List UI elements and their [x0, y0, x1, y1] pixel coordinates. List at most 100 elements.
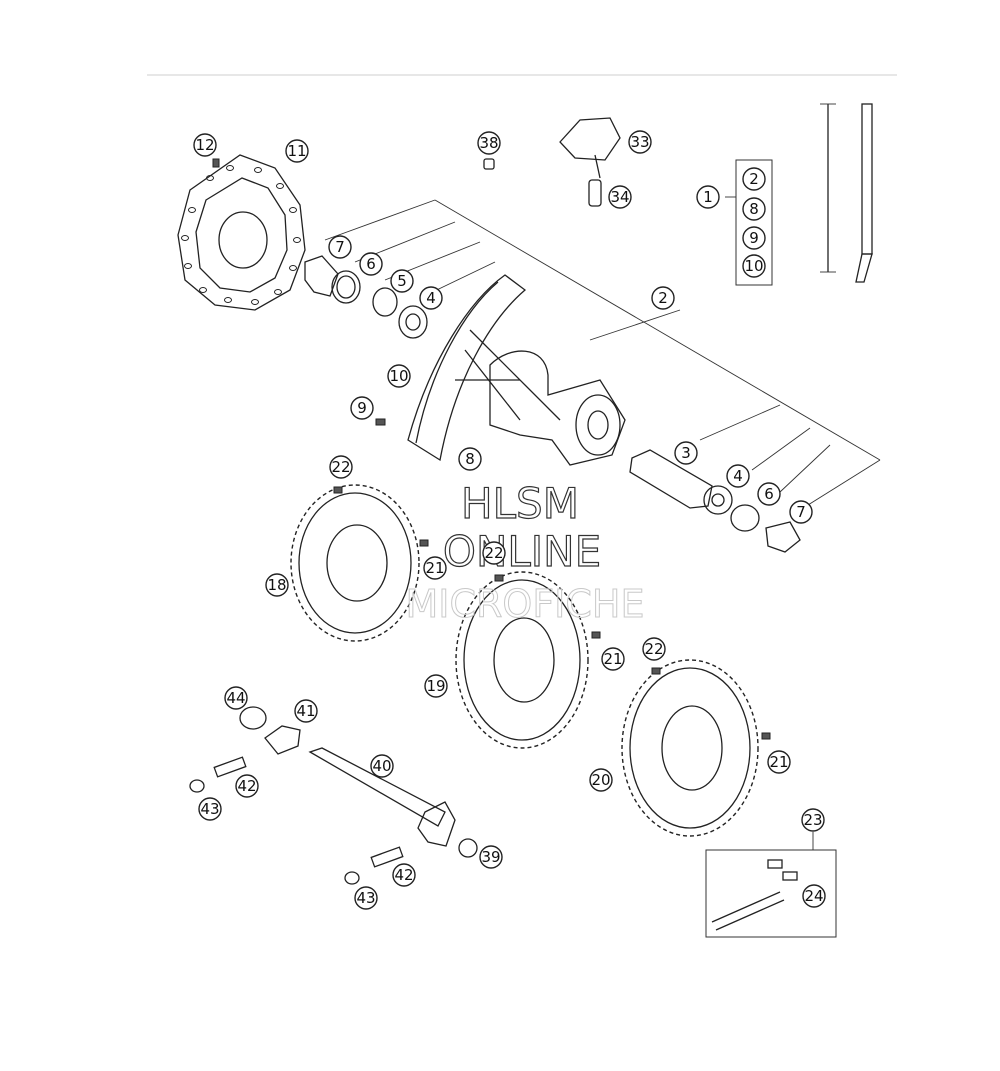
callout-c6b: 6: [757, 482, 781, 506]
callout-c2: 2: [651, 286, 675, 310]
callout-c43b: 43: [354, 886, 378, 910]
ball-bearing: [398, 305, 428, 339]
callout-label: 18: [267, 576, 286, 594]
spacer-39: [458, 838, 478, 858]
callout-circle: [354, 886, 378, 910]
spoke-nipple: [375, 418, 386, 426]
callout-label: 33: [630, 133, 649, 151]
callout-c21b: 21: [601, 647, 625, 671]
callout-label: 6: [366, 255, 376, 273]
callout-circle: [608, 185, 632, 209]
nut-a: [189, 779, 205, 793]
rear-sprocket-c: [621, 659, 759, 837]
callout-circle: [628, 130, 652, 154]
callout-label: 22: [644, 640, 663, 658]
callout-circle: [726, 464, 750, 488]
callout-label: 21: [769, 753, 788, 771]
callout-c1-8: 8: [742, 197, 766, 221]
callout-label: 8: [465, 450, 475, 468]
callout-circle: [392, 863, 416, 887]
callout-c42a: 42: [235, 774, 259, 798]
ball-bearing-right: [703, 485, 733, 515]
callout-circle: [390, 269, 414, 293]
brake-disc: [177, 154, 306, 311]
callout-label: 2: [749, 170, 759, 188]
callout-circle: [424, 674, 448, 698]
callout-c21c: 21: [767, 750, 791, 774]
callout-c4b: 4: [726, 464, 750, 488]
callout-label: 9: [357, 399, 367, 417]
callout-circle: [601, 647, 625, 671]
rim: [407, 274, 527, 462]
distance-bushing: [304, 255, 339, 297]
circlip: [372, 287, 398, 317]
callout-c18: 18: [265, 573, 289, 597]
callout-label: 19: [426, 677, 445, 695]
callout-circle: [294, 699, 318, 723]
spoke-kit-box: [735, 159, 773, 286]
callout-c40: 40: [370, 754, 394, 778]
callout-circle: [742, 226, 766, 250]
callout-c11: 11: [285, 139, 309, 163]
callout-label: 21: [603, 650, 622, 668]
callout-label: 42: [394, 866, 413, 884]
callout-label: 4: [426, 289, 436, 307]
rear-sprocket-b: [455, 571, 589, 749]
callout-c41: 41: [294, 699, 318, 723]
callout-label: 8: [749, 200, 759, 218]
callout-label: 38: [479, 134, 498, 152]
rear-hub: [455, 329, 626, 466]
callout-c4a: 4: [419, 286, 443, 310]
callout-circle: [328, 235, 352, 259]
callout-circle: [285, 139, 309, 163]
callout-label: 6: [764, 485, 774, 503]
nut-b: [344, 871, 360, 885]
callout-circle: [642, 637, 666, 661]
axle-spacer: [629, 449, 713, 509]
callout-circle: [742, 167, 766, 191]
callout-c34: 34: [608, 185, 632, 209]
callout-circle: [742, 197, 766, 221]
disc-bolt: [212, 158, 220, 168]
sprocket-nuts-bolts: [333, 486, 771, 740]
callout-label: 10: [389, 367, 408, 385]
callout-label: 22: [331, 458, 350, 476]
callout-label: 22: [484, 544, 503, 562]
callout-circle: [482, 541, 506, 565]
callout-label: 7: [796, 503, 806, 521]
callout-circle: [674, 441, 698, 465]
adjusting-screw-a: [213, 756, 247, 778]
callout-c6a: 6: [359, 252, 383, 276]
adjusting-screw-b: [370, 846, 404, 868]
callout-circle: [419, 286, 443, 310]
callout-circle: [757, 482, 781, 506]
callout-label: 34: [610, 188, 629, 206]
callout-circle: [265, 573, 289, 597]
callout-c1-2: 2: [742, 167, 766, 191]
callout-circle: [198, 797, 222, 821]
callout-c39: 39: [479, 845, 503, 869]
callout-label: 23: [803, 811, 822, 829]
spoke: [820, 103, 873, 283]
callout-circle: [235, 774, 259, 798]
callout-circle: [802, 884, 826, 908]
callout-c38: 38: [477, 131, 501, 155]
callout-label: 11: [287, 142, 306, 160]
rim-lock: [559, 117, 621, 179]
callout-c1: 1: [696, 185, 720, 209]
callout-c3: 3: [674, 441, 698, 465]
callout-circle: [423, 556, 447, 580]
callout-label: 2: [658, 289, 668, 307]
callout-c5: 5: [390, 269, 414, 293]
callout-circle: [387, 364, 411, 388]
chain-box: [705, 849, 837, 938]
callout-circle: [370, 754, 394, 778]
callout-c7b: 7: [789, 500, 813, 524]
collar-nut: [239, 706, 267, 730]
callout-circle: [651, 286, 675, 310]
callout-circle: [477, 131, 501, 155]
callout-c10: 10: [387, 364, 411, 388]
callout-circle: [589, 768, 613, 792]
callout-c21a: 21: [423, 556, 447, 580]
